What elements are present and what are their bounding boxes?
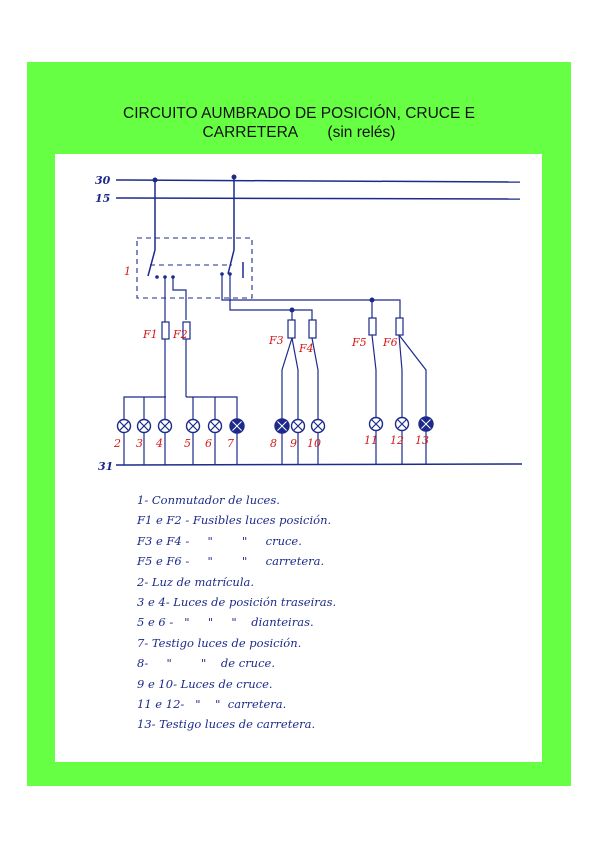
legend-item: 1- Conmutador de luces. — [137, 493, 280, 507]
legend-item: 3 e 4- Luces de posición traseiras. — [137, 594, 337, 609]
wire-to-low-beam — [229, 274, 313, 320]
lamp-label-6: 6 — [205, 437, 212, 450]
fuse-f4 — [308, 319, 317, 339]
legend-item: 13- Testigo luces de carretera. — [137, 717, 316, 732]
fuse-f5 — [368, 317, 377, 336]
legend-item: 5 e 6 - " " " dianteiras. — [137, 615, 314, 630]
lamp-label-3: 3 — [136, 437, 143, 450]
fuse-label-f5: F5 — [351, 336, 367, 349]
fuse-label-f4: F4 — [298, 342, 314, 355]
fuse-label-f2: F2 — [172, 328, 188, 341]
diagram-title: CIRCUITO AUMBRADO DE POSICIÓN, CRUCE E C… — [27, 104, 571, 142]
legend-item: F5 e F6 - " " carretera. — [137, 554, 325, 569]
legend: 1- Conmutador de luces. F1 e F2 - Fusibl… — [137, 490, 467, 735]
fuse-f3 — [287, 319, 296, 339]
lamp-label-10: 10 — [307, 437, 321, 450]
lamp-label-5: 5 — [184, 437, 191, 450]
fuse-f6 — [395, 317, 404, 336]
lamp-label-9: 9 — [290, 437, 297, 450]
lamp-3 — [136, 418, 152, 434]
legend-item: 7- Testigo luces de posición. — [137, 635, 302, 650]
f3-output-b — [291, 337, 299, 420]
bus-30-line — [115, 179, 521, 183]
switch-1-contacts — [147, 249, 244, 279]
lamp-10 — [310, 418, 326, 434]
lamp-label-13: 13 — [415, 434, 429, 447]
f3-output — [281, 337, 293, 420]
title-line-1: CIRCUITO AUMBRADO DE POSICIÓN, CRUCE E — [123, 105, 475, 122]
switch-1-label: 1 — [124, 265, 131, 278]
bus-30-label: 30 — [95, 174, 111, 187]
front-rail — [186, 396, 238, 420]
title-line-2: CARRETERA (sin relés) — [202, 124, 396, 141]
ground-drops — [123, 431, 427, 465]
lamp-2 — [116, 418, 132, 434]
lamp-label-8: 8 — [270, 437, 277, 450]
fuse-label-f3: F3 — [268, 334, 284, 347]
legend-item: 2- Luz de matrícula. — [137, 574, 255, 589]
bus-31-label: 31 — [98, 460, 113, 473]
lamp-label-11: 11 — [364, 434, 378, 447]
lamp-8-indicator — [274, 418, 290, 434]
f6-output-b — [398, 334, 427, 418]
fuse-label-f1: F1 — [142, 328, 158, 341]
lamp-label-12: 12 — [390, 434, 404, 447]
lamp-13-indicator — [418, 416, 434, 432]
rear-rail — [123, 396, 166, 420]
f6-output — [398, 334, 403, 418]
lamp-7-indicator — [229, 418, 245, 434]
lamp-label-4: 4 — [155, 437, 163, 450]
legend-item: 9 e 10- Luces de cruce. — [137, 676, 273, 691]
bus-15-label: 15 — [95, 192, 110, 205]
lamp-9 — [290, 418, 306, 434]
lamp-label-2: 2 — [113, 437, 121, 450]
wire-to-f2 — [172, 277, 187, 320]
lamp-5 — [185, 418, 201, 434]
legend-item: 11 e 12- " " carretera. — [137, 696, 287, 711]
lamp-label-7: 7 — [227, 437, 234, 450]
legend-item: F3 e F4 - " " cruce. — [137, 533, 302, 548]
fuse-f1 — [161, 321, 170, 340]
legend-item: 8- " " de cruce. — [137, 656, 275, 671]
bus-31-line — [115, 463, 523, 466]
lamp-6 — [207, 418, 223, 434]
lamp-12 — [394, 416, 410, 432]
legend-item: F1 e F2 - Fusibles luces posición. — [137, 513, 332, 528]
f5-output — [371, 334, 377, 418]
wire-to-high-beam — [221, 274, 401, 320]
switch-1-box — [136, 237, 253, 299]
f4-output — [311, 337, 319, 420]
fuse-label-f6: F6 — [382, 336, 398, 349]
bus-15-line — [115, 197, 521, 200]
lamp-4 — [157, 418, 173, 434]
lamp-11 — [368, 416, 384, 432]
